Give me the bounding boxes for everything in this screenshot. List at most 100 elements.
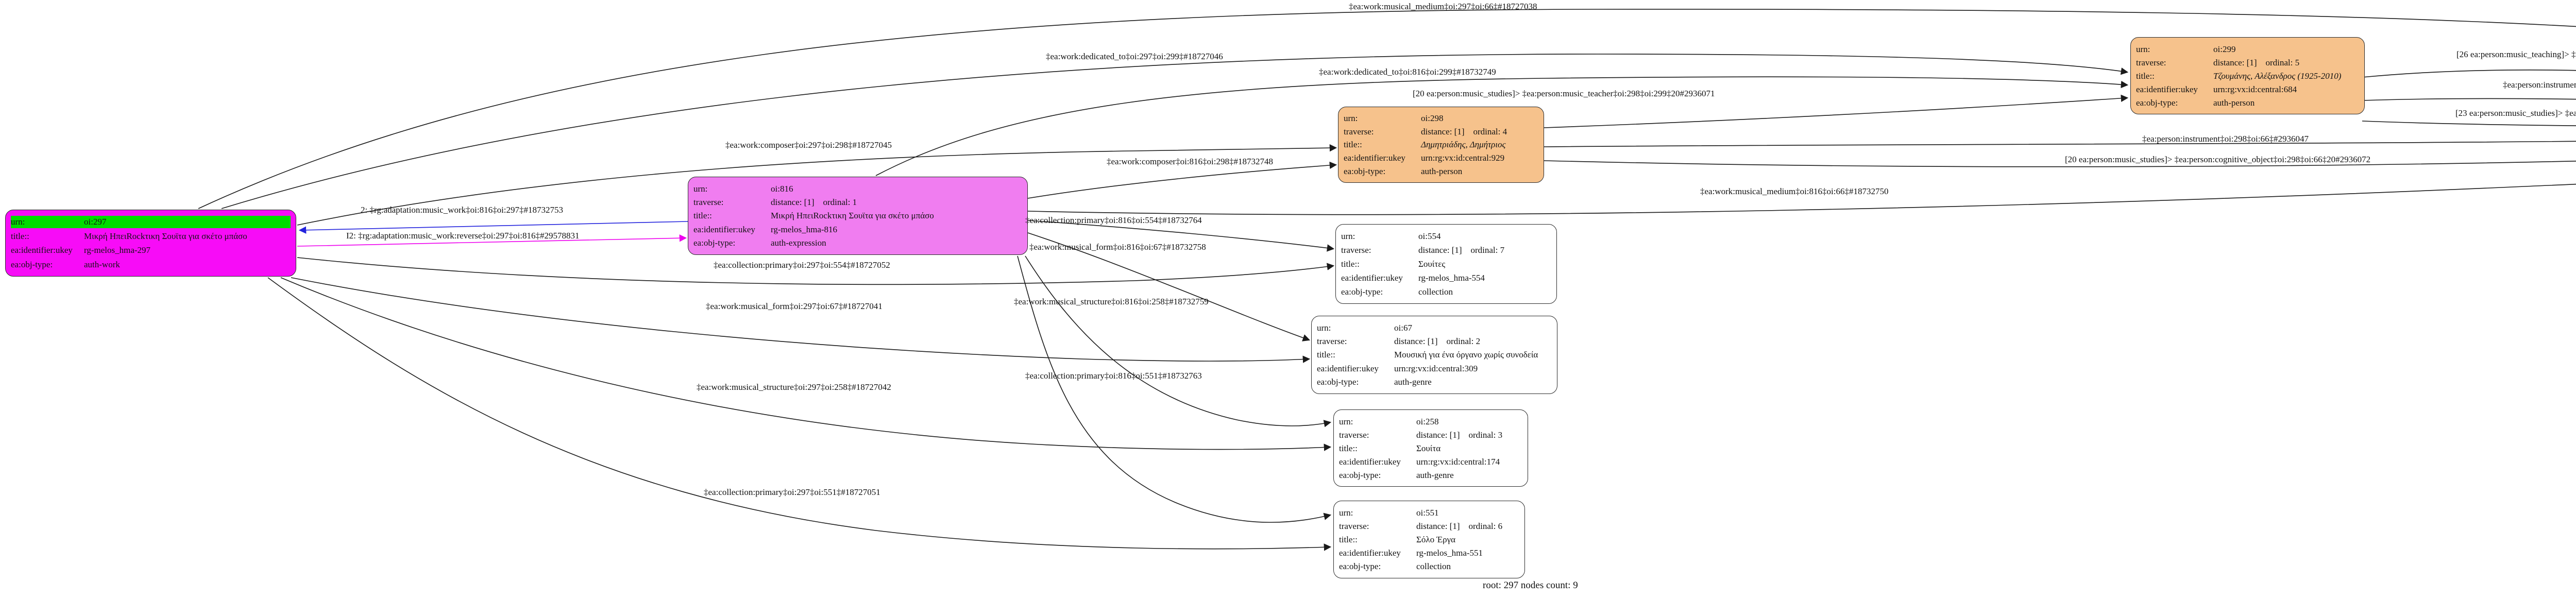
field-key: title:: — [693, 211, 712, 221]
graph-caption: root: 297 nodes count: 9 — [1483, 580, 1578, 591]
node-row: title::Τζουμάνης, Αλέξανδρος (1925-2010) — [2136, 70, 2359, 82]
field-value: distance: [1] ordinal: 3 — [1416, 430, 1503, 440]
field-key: traverse: — [1339, 430, 1369, 440]
field-value: Δημητριάδης, Δημήτριος — [1421, 140, 1506, 150]
field-value: urn:rg:vx:id:central:684 — [2213, 84, 2297, 94]
field-key: urn: — [1341, 231, 1355, 241]
node-oi-297[interactable]: urn:oi:297 title::Μικρή ΗπειRockτικη Σου… — [5, 210, 296, 277]
field-value: Μικρή ΗπειRockτικη Σουϊτα για σκέτο μπάσ… — [84, 231, 247, 241]
node-row: urn:oi:258 — [1339, 415, 1522, 427]
node-row: urn:oi:297 — [11, 215, 291, 228]
node-oi-258[interactable]: urn:oi:258 traverse: distance: [1] ordina… — [1333, 409, 1528, 487]
edge-label-collection-primary-816-554: ‡ea:collection:primary‡oi:816‡oi:554‡#18… — [1025, 215, 1202, 225]
field-key: title:: — [1317, 350, 1335, 360]
field-key: traverse: — [1344, 126, 1374, 136]
edge-collection-primary-297-551 — [267, 277, 1332, 551]
node-row: ea:obj-type: auth-person — [1344, 165, 1538, 177]
node-row: traverse: distance: [1] ordinal: 3 — [1339, 429, 1522, 441]
edge-work-musical-form-297-67 — [291, 277, 1311, 363]
field-key: ea:obj-type: — [1344, 166, 1386, 176]
field-value: rg-melos_hma-551 — [1416, 548, 1483, 558]
field-key: urn: — [1339, 416, 1353, 426]
field-value: Σουίτες — [1418, 259, 1446, 269]
field-value: distance: [1] ordinal: 4 — [1421, 126, 1507, 136]
field-value: oi:298 — [1421, 113, 1444, 124]
edge-label-musical-medium-816-66: ‡ea:work:musical_medium‡oi:816‡oi:66‡#18… — [1700, 186, 1889, 196]
edge-label-instrument-298-66: ‡ea:person:instrument‡oi:298‡oi:66‡#2936… — [2142, 134, 2309, 144]
edge-label-composer-816-298: ‡ea:work:composer‡oi:816‡oi:298‡#1873274… — [1107, 157, 1273, 166]
field-key: urn: — [11, 217, 25, 227]
node-row: ea:obj-type:auth-expression — [693, 237, 1022, 249]
edge-label-cognitive-object-299-66-26: [26 ea:person:music_teaching]> ‡ea:perso… — [2456, 49, 2576, 59]
field-key: traverse: — [693, 197, 724, 208]
field-key: traverse: — [1339, 521, 1369, 531]
edge-label-musical-form-297-67: ‡ea:work:musical_form‡oi:297‡oi:67‡#1872… — [706, 301, 883, 311]
field-key: ea:obj-type: — [2136, 97, 2178, 108]
field-value: Μουσική για ένα όργανο χωρίς συνοδεία — [1394, 350, 1538, 360]
node-oi-551[interactable]: urn:oi:551 traverse:distance: [1] ordina… — [1333, 501, 1525, 578]
field-key: ea:obj-type: — [1339, 561, 1381, 572]
field-value: collection — [1418, 287, 1453, 297]
field-value: Τζουμάνης, Αλέξανδρος (1925-2010) — [2213, 71, 2342, 81]
node-oi-299[interactable]: urn:oi:299 traverse:distance: [1] ordina… — [2130, 37, 2365, 114]
field-key: ea:identifier:ukey — [1341, 273, 1403, 283]
field-value: rg-melos_hma-554 — [1418, 273, 1485, 283]
node-row: ea:obj-type:auth-person — [2136, 96, 2359, 109]
node-row: urn: oi:554 — [1341, 230, 1551, 243]
node-row: ea:obj-type:auth-genre — [1339, 469, 1522, 481]
field-key: title:: — [11, 231, 29, 241]
field-key: ea:obj-type: — [11, 259, 53, 269]
node-row: traverse:distance: [1] ordinal: 7 — [1341, 244, 1551, 256]
field-key: urn: — [1339, 507, 1353, 518]
edge-label-collection-primary-816-551: ‡ea:collection:primary‡oi:816‡oi:551‡#18… — [1025, 371, 1202, 381]
edge-adaptation-music-work-816-297 — [298, 221, 688, 234]
edge-label-dedicated-to-297-299: ‡ea:work:dedicated_to‡oi:297‡oi:299‡#187… — [1046, 52, 1223, 61]
field-value: Μικρή ΗπειRockτικη Σουϊτα για σκέτο μπάσ… — [771, 211, 934, 221]
field-key: ea:identifier:ukey — [1339, 548, 1401, 558]
field-key: ea:identifier:ukey — [11, 245, 73, 255]
field-key: urn: — [2136, 44, 2150, 54]
edge-label-instrument-299-66: ‡ea:person:instrument‡oi:299‡oi:66‡#2934… — [2503, 80, 2576, 90]
edge-label-musical-medium-297-66: ‡ea:work:musical_medium‡oi:297‡oi:66‡#18… — [1349, 2, 1537, 11]
field-value: rg-melos_hma-816 — [771, 224, 838, 234]
node-oi-554[interactable]: urn: oi:554 traverse:distance: [1] ordina… — [1335, 224, 1557, 304]
field-key: ea:obj-type: — [1339, 470, 1381, 480]
field-value: oi:551 — [1416, 507, 1439, 518]
field-value: collection — [1416, 561, 1451, 572]
node-row: traverse:distance: [1] ordinal: 2 — [1317, 335, 1552, 348]
field-value: Σόλο Έργα — [1416, 534, 1456, 544]
field-value: auth-genre — [1394, 377, 1432, 387]
field-value: oi:554 — [1418, 231, 1441, 241]
field-value: auth-work — [84, 259, 120, 269]
edge-label-composer-297-298: ‡ea:work:composer‡oi:297‡oi:298‡#1872704… — [725, 140, 892, 150]
node-row: urn:oi:67 — [1317, 321, 1552, 334]
field-key: ea:identifier:ukey — [2136, 84, 2198, 94]
edge-label-adaptation-816-297: 2: ‡rg:adaptation:music_work‡oi:816‡oi:2… — [361, 205, 564, 215]
edge-person-instrument-298-66 — [1544, 141, 2576, 147]
node-row: traverse: distance: [1] ordinal: 4 — [1344, 125, 1538, 138]
node-row: ea:identifier:ukey rg-melos_hma-554 — [1341, 272, 1551, 284]
edge-label-adaptation-reverse-297-816: I2: ‡rg:adaptation:music_work:reverse‡oi… — [346, 231, 580, 241]
field-value: urn:rg:vx:id:central:929 — [1421, 153, 1505, 163]
field-key: ea:obj-type: — [693, 238, 736, 248]
field-value: auth-person — [1421, 166, 1463, 176]
field-value: oi:299 — [2213, 44, 2236, 54]
node-row: urn: oi:551 — [1339, 506, 1519, 519]
field-key: traverse: — [1341, 245, 1371, 255]
node-oi-67[interactable]: urn:oi:67 traverse:distance: [1] ordinal… — [1311, 316, 1557, 394]
node-oi-298[interactable]: urn:oi:298 traverse:distance: [1] ordina… — [1338, 107, 1544, 183]
edge-person-music-teacher-298-299 — [1544, 94, 2129, 128]
edge-person-cognitive-object-299-66-23 — [2362, 121, 2576, 126]
field-key: urn: — [693, 183, 708, 194]
node-row: ea:obj-type:collection — [1341, 286, 1551, 298]
field-key: traverse: — [1317, 336, 1347, 347]
edge-work-dedicated-to-297-299 — [221, 54, 2129, 209]
node-oi-816[interactable]: urn:oi:816 traverse:distance: [1] ordina… — [688, 177, 1028, 255]
node-row: title::Μικρή ΗπειRockτικη Σουϊτα για σκέ… — [693, 210, 1022, 222]
field-key: ea:identifier:ukey — [1339, 456, 1401, 467]
edge-label-collection-primary-297-554: ‡ea:collection:primary‡oi:297‡oi:554‡#18… — [714, 260, 890, 270]
edge-work-musical-structure-816-258 — [1025, 255, 1332, 427]
